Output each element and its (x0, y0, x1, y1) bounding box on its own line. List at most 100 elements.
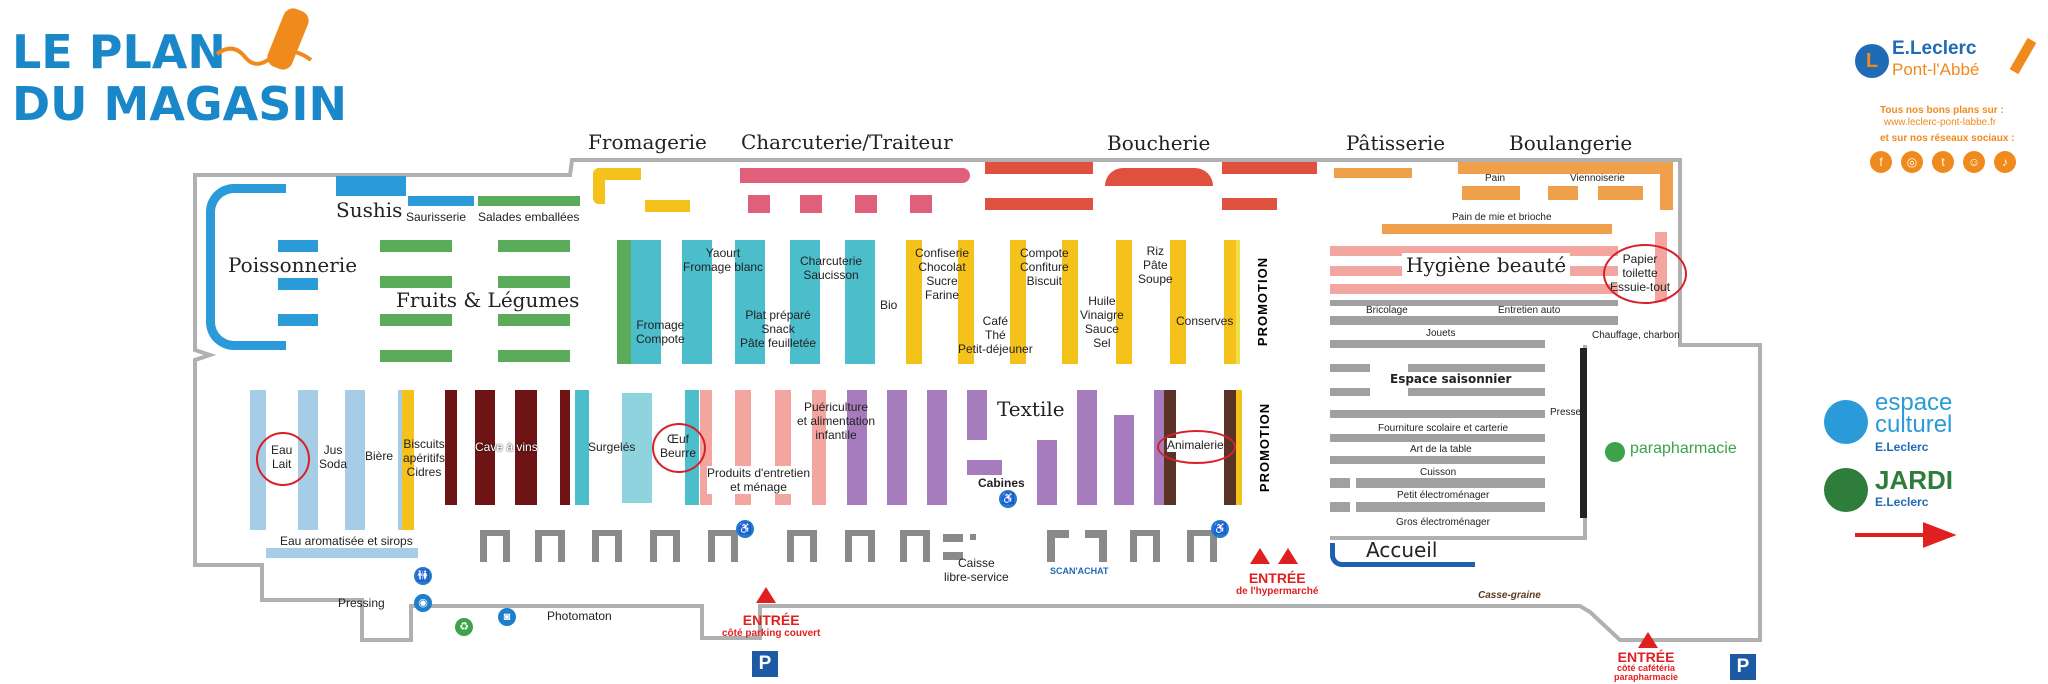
fl-shelf-2 (498, 240, 570, 252)
aisle-charcuterie (845, 240, 875, 364)
pressing-icon: ◉ (414, 594, 432, 612)
label-surgeles: Surgelés (588, 440, 636, 454)
label-promotion-bottom: PROMOTION (1257, 402, 1273, 493)
aisle-eau-aromatisee (266, 548, 418, 558)
leclerc-logo-icon: L (1855, 44, 1889, 78)
dept-espace-saisonnier: Espace saisonnier (1390, 372, 1512, 386)
tiktok-icon[interactable]: ♪ (1994, 151, 2016, 173)
petit-electro-shelf-b (1356, 478, 1545, 488)
aisle-textile-3 (1037, 440, 1057, 505)
boulangerie-side (1660, 162, 1673, 210)
label-cabines: Cabines (978, 476, 1025, 490)
aisle-cafe (1010, 240, 1026, 364)
aisle-promo-top (1224, 240, 1236, 364)
aisle-jus (345, 390, 365, 530)
label-petit-electro: Petit électroménager (1397, 490, 1490, 501)
aisle-yaourt-2 (735, 240, 765, 364)
fromagerie-counter (593, 168, 641, 180)
highlight-oeuf (652, 423, 706, 473)
fourniture-shelf (1330, 410, 1545, 418)
fl-shelf-7 (380, 350, 452, 362)
label-biere: Bière (365, 449, 394, 463)
charcuterie-block-1 (748, 195, 770, 213)
aisle-textile-4 (1077, 390, 1097, 505)
dept-fromagerie: Fromagerie (588, 130, 707, 154)
charcuterie-block-3 (855, 195, 877, 213)
aisle-riz (1170, 240, 1186, 364)
accessible-checkout-icon-1: ♿ (736, 520, 754, 538)
aisle-surgeles-2 (622, 393, 652, 503)
photomaton-icon: ◙ (498, 608, 516, 626)
aisle-surgeles-1 (575, 390, 589, 505)
entrance-hyper-arrow-icon-2 (1278, 548, 1298, 564)
hygiene-shelf-3 (1330, 284, 1618, 294)
boucherie-counter-1 (985, 162, 1093, 174)
boulangerie-counter (1458, 162, 1673, 174)
highlight-eau-lait (256, 432, 310, 486)
label-pain-mie: Pain de mie et brioche (1452, 212, 1552, 223)
fl-shelf-4 (498, 276, 570, 288)
label-salades: Salades emballées (478, 210, 580, 224)
label-promotion-top: PROMOTION (1255, 256, 1271, 347)
arrow-right-icon (1855, 522, 1957, 548)
dept-textile: Textile (997, 397, 1065, 421)
entretien-auto-shelf (1330, 316, 1618, 325)
label-art-table: Art de la table (1410, 444, 1472, 455)
title-line-2: DU MAGASIN (12, 77, 348, 131)
aisle-compote (1062, 240, 1078, 364)
gros-electro-shelf-b (1356, 502, 1545, 512)
snapchat-icon[interactable]: ☺ (1963, 151, 1985, 173)
patisserie-counter (1334, 168, 1412, 178)
accueil-counter (1330, 543, 1475, 567)
label-fournitures: Fourniture scolaire et carterie (1378, 423, 1509, 434)
label-conserves: Conserves (1176, 314, 1234, 328)
aisle-cave-2 (475, 390, 495, 505)
charcuterie-block-4 (910, 195, 932, 213)
textile-block (967, 460, 1002, 475)
aisle-biscuits-yellow (402, 390, 414, 530)
brand-name: E.Leclerc (1892, 38, 1977, 59)
poisson-shelf-1 (278, 240, 318, 252)
label-pressing: Pressing (338, 596, 385, 610)
recycling-icon: ♻ (455, 618, 473, 636)
label-bricolage: Bricolage (1366, 305, 1408, 316)
fl-shelf-6 (498, 314, 570, 326)
dept-poissonnerie: Poissonnerie (228, 253, 358, 277)
highlight-animalerie (1157, 430, 1236, 464)
saison-shelf-d (1408, 388, 1545, 396)
charcuterie-block-2 (800, 195, 822, 213)
aisle-promo-top-2 (1236, 240, 1240, 364)
brand-tagline: Tous nos bons plans sur : (1880, 105, 2004, 116)
label-cave: Cave à vins (475, 440, 538, 454)
instagram-icon[interactable]: ◎ (1901, 151, 1923, 173)
highlight-papier (1603, 244, 1687, 304)
parking-icon-1: P (752, 651, 778, 677)
petit-electro-shelf-a (1330, 478, 1350, 488)
aisle-puericulture-1 (847, 390, 867, 505)
fromagerie-counter-side (593, 168, 605, 204)
aisle-textile-2 (967, 390, 987, 440)
fl-shelf-8 (498, 350, 570, 362)
boucherie-shelf-1 (985, 198, 1093, 210)
presse-shelf (1580, 348, 1587, 518)
entrance-hyper-arrow-icon-1 (1250, 548, 1270, 564)
twitter-icon[interactable]: t (1932, 151, 1954, 173)
boucherie-counter-2 (1105, 168, 1213, 186)
facebook-icon[interactable]: f (1870, 151, 1892, 173)
entrance-parking-arrow-icon (756, 587, 776, 603)
accessible-cabines-icon: ♿ (999, 490, 1017, 508)
dept-accueil: Accueil (1366, 538, 1438, 562)
title-line-1: LE PLAN (12, 25, 226, 79)
label-jouets: Jouets (1426, 328, 1456, 339)
poisson-shelf-2 (278, 278, 318, 290)
art-table-shelf (1330, 434, 1545, 442)
